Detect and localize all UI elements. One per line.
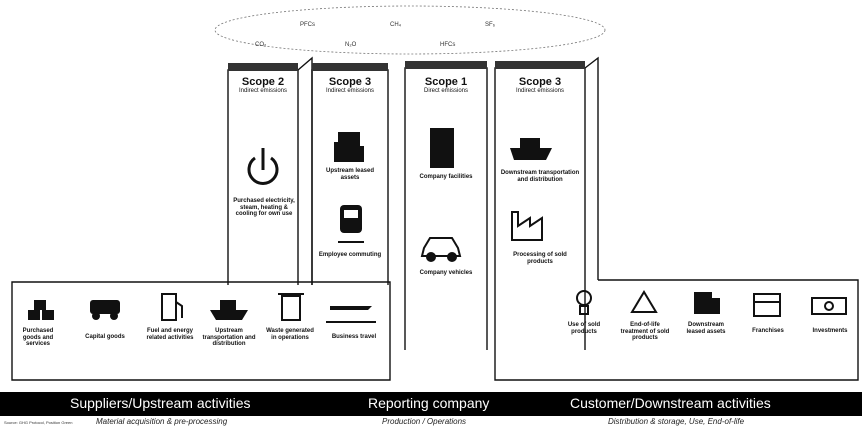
label-purchased-electricity: Purchased electricity, steam, heating & … [233, 198, 295, 217]
scope3-upstream-subtitle: Indirect emissions [325, 88, 375, 94]
band-upstream: Suppliers/Upstream activities [70, 395, 251, 411]
fuel-pump-icon [161, 293, 183, 321]
scope1-header: Scope 1 Direct emissions [405, 76, 487, 95]
airplane-icon [326, 306, 376, 323]
gas-cloud [214, 5, 606, 55]
label-processing: Processing of sold products [513, 252, 567, 265]
train-icon [338, 205, 364, 243]
label-capital-goods: Capital goods [85, 334, 125, 340]
label-company-vehicles: Company vehicles [419, 270, 473, 276]
label-waste: Waste generated in operations [266, 328, 314, 341]
label-franchises: Franchises [752, 328, 784, 334]
activity-band: Suppliers/Upstream activities Reporting … [0, 392, 862, 416]
money-icon [811, 297, 847, 315]
label-downstream-transport: Downstream transportation and distributi… [500, 170, 580, 183]
factory-icon [511, 211, 543, 241]
band-downstream: Customer/Downstream activities [570, 395, 771, 411]
label-fuel-energy: Fuel and energy related activities [146, 328, 194, 341]
recycle-icon [630, 290, 658, 313]
label-upstream-leased: Upstream leased assets [325, 168, 375, 181]
scope2-title: Scope 2 [241, 76, 285, 88]
label-use-of-sold: Use of sold products [567, 322, 601, 335]
storefront-icon [753, 293, 781, 317]
caption-upstream: Material acquisition & pre-processing [96, 417, 228, 426]
label-upstream-transport: Upstream transportation and distribution [202, 328, 256, 347]
gas-hfcs: HFCs [440, 42, 456, 48]
skyscraper-icon [430, 128, 454, 168]
scope1-title: Scope 1 [424, 76, 468, 88]
label-company-facilities: Company facilities [419, 174, 473, 180]
caption-reporting: Production / Operations [382, 417, 467, 426]
scope3-downstream-header: Scope 3 Indirect emissions [495, 76, 585, 95]
label-employee-commuting: Employee commuting [318, 252, 382, 258]
scope3-upstream-title: Scope 3 [328, 76, 372, 88]
gas-co2: CO₂ [255, 42, 267, 48]
gas-n2o: N₂O [345, 42, 357, 48]
scope3-downstream-title: Scope 3 [518, 76, 562, 88]
label-business-travel: Business travel [331, 334, 377, 340]
source-note: Source: GHG Protocol, Position Green [4, 420, 73, 425]
label-end-of-life: End-of-life treatment of sold products [620, 322, 670, 341]
scope1-subtitle: Direct emissions [423, 88, 468, 94]
office-buildings-icon [694, 292, 720, 314]
cement-truck-icon [90, 300, 120, 320]
light-bulb-icon [576, 290, 592, 315]
gas-ch4: CH₄ [390, 22, 402, 28]
office-building-icon [334, 132, 364, 162]
caption-downstream: Distribution & storage, Use, End-of-life [608, 417, 745, 426]
label-downstream-leased: Downstream leased assets [686, 322, 726, 335]
gas-sf6: SF₆ [485, 22, 496, 28]
label-purchased-goods: Purchased goods and services [22, 328, 54, 347]
car-icon [420, 237, 462, 262]
trash-bin-icon [278, 293, 304, 321]
ship-icon [210, 300, 248, 320]
cargo-ship-icon [510, 138, 552, 160]
scope3-upstream-header: Scope 3 Indirect emissions [312, 76, 388, 95]
scope2-header: Scope 2 Indirect emissions [228, 76, 298, 95]
scope2-subtitle: Indirect emissions [238, 88, 288, 94]
boxes-icon [28, 300, 54, 320]
band-reporting: Reporting company [368, 395, 490, 411]
gas-pfcs: PFCs [300, 22, 315, 28]
scope3-downstream-subtitle: Indirect emissions [515, 88, 565, 94]
label-investments: Investments [812, 328, 848, 334]
power-icon [247, 148, 279, 185]
